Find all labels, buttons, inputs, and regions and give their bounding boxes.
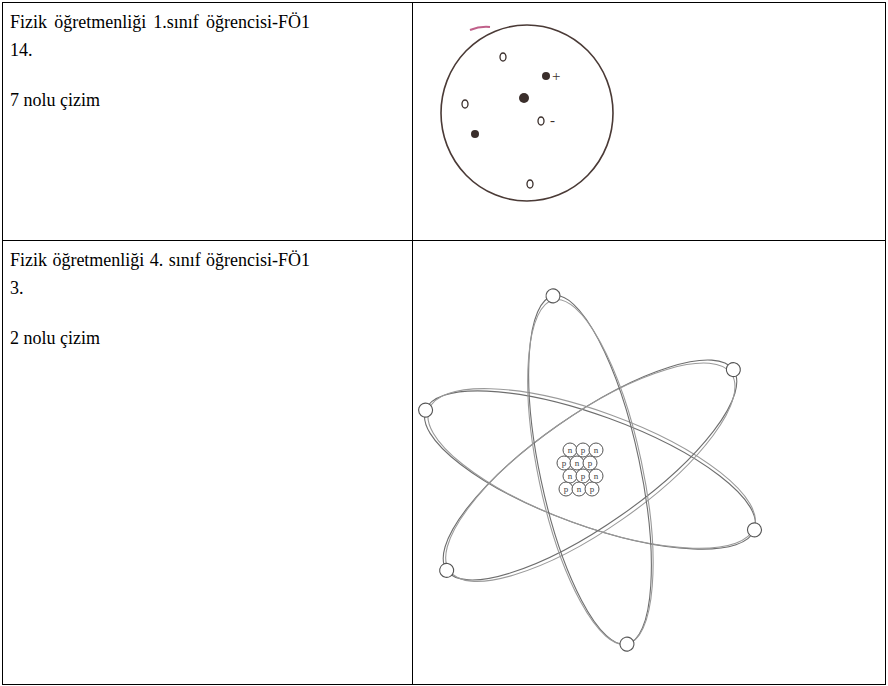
- nucleon-letter: p: [586, 484, 598, 494]
- particle: [538, 117, 544, 125]
- orbit: [415, 325, 765, 616]
- nucleon: [572, 482, 586, 496]
- nucleon: [563, 469, 577, 483]
- nucleon: [589, 469, 603, 483]
- nucleon: [563, 443, 577, 457]
- orbit: [407, 358, 774, 581]
- particle: [527, 180, 533, 188]
- nucleon-letter: n: [564, 471, 576, 481]
- table-border: [885, 2, 886, 685]
- cell-text: Fizik öğretmenliği 4. sınıf öğrencisi-FÖ…: [10, 246, 310, 302]
- particle: [542, 72, 550, 80]
- table-border: [2, 684, 886, 685]
- nucleon-letter: n: [571, 458, 583, 468]
- nucleon-letter: n: [573, 484, 585, 494]
- nucleon: [583, 456, 597, 470]
- table-border: [412, 2, 413, 685]
- nucleon-letter: n: [590, 471, 602, 481]
- nucleon: [576, 443, 590, 457]
- orbit: [504, 285, 676, 654]
- nucleon: [559, 482, 573, 496]
- nucleon-letter: p: [558, 458, 570, 468]
- drawing-7: [441, 25, 613, 201]
- electron: [745, 521, 763, 539]
- atom-outline: [441, 25, 613, 201]
- nucleon-letter: n: [564, 445, 576, 455]
- particle: [471, 130, 479, 138]
- electron: [545, 288, 562, 305]
- electron: [417, 401, 435, 419]
- table-border: [2, 240, 886, 241]
- cell-text: 2 nolu çizim: [10, 324, 310, 352]
- nucleon-letter: p: [560, 484, 572, 494]
- pen-mark: [470, 27, 490, 30]
- table-border: [2, 2, 3, 685]
- nucleon-letter: n: [590, 445, 602, 455]
- orbit: [503, 289, 678, 655]
- particle: [500, 53, 506, 61]
- nucleon: [585, 482, 599, 496]
- nucleon: [576, 469, 590, 483]
- table-border: [2, 2, 886, 3]
- particle: [519, 93, 529, 103]
- nucleon: [570, 456, 584, 470]
- nucleus: [557, 443, 603, 496]
- nucleon-letter: p: [584, 458, 596, 468]
- electron: [437, 561, 456, 580]
- nucleon-letter: p: [577, 471, 589, 481]
- orbit: [410, 356, 774, 581]
- charge-sign: -: [550, 112, 564, 128]
- orbit: [417, 327, 764, 618]
- cell-text: 7 nolu çizim: [10, 86, 310, 114]
- cell-text: Fizik öğretmenliği 1.sınıf öğrencisi-FÖ1…: [10, 8, 310, 64]
- nucleon: [589, 443, 603, 457]
- drawing-2: [400, 278, 781, 662]
- electron: [724, 360, 743, 379]
- charge-sign: +: [552, 68, 566, 84]
- nucleon-letter: p: [577, 445, 589, 455]
- electron: [619, 636, 636, 653]
- nucleon: [557, 456, 571, 470]
- particle: [462, 100, 468, 108]
